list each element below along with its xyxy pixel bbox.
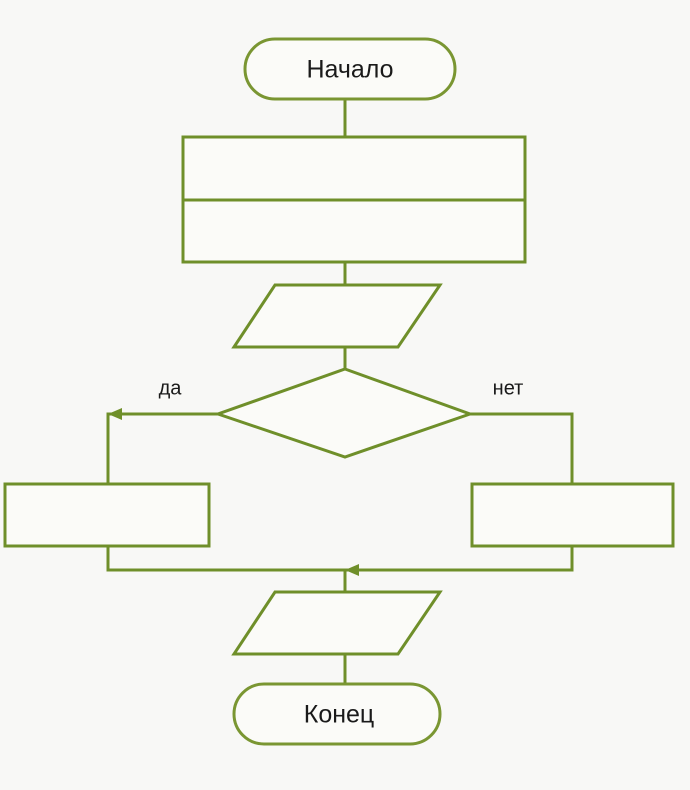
- connector-decision-no: [470, 412, 574, 484]
- end-terminator-shape: [232, 682, 442, 746]
- connector-yes-branch-to-merge: [106, 546, 345, 572]
- node-io-output[interactable]: [231, 590, 443, 656]
- node-branch-false[interactable]: [470, 482, 675, 548]
- branch-label-no: нет: [493, 377, 524, 399]
- connector-decision-yes: [106, 412, 218, 484]
- decision-shape: [213, 367, 475, 459]
- branch-label-yes: да: [159, 377, 183, 399]
- branch-true-shape: [3, 482, 211, 548]
- node-branch-true[interactable]: [3, 482, 211, 548]
- node-process-block[interactable]: [181, 135, 527, 264]
- arrowhead-merge: [345, 564, 359, 576]
- branch-false-shape: [470, 482, 675, 548]
- arrowhead-yes-branch: [108, 408, 122, 420]
- node-decision[interactable]: [213, 367, 475, 459]
- start-terminator-shape: [243, 37, 457, 101]
- connector-no-branch-to-merge: [345, 546, 574, 572]
- end-terminator-label: Конец: [304, 701, 375, 729]
- node-io-input[interactable]: [231, 283, 443, 349]
- start-terminator-label: Начало: [306, 56, 393, 84]
- node-end[interactable]: Конец: [232, 682, 442, 746]
- io-output-shape: [231, 590, 443, 656]
- node-start[interactable]: Начало: [243, 37, 457, 101]
- io-input-shape: [231, 283, 443, 349]
